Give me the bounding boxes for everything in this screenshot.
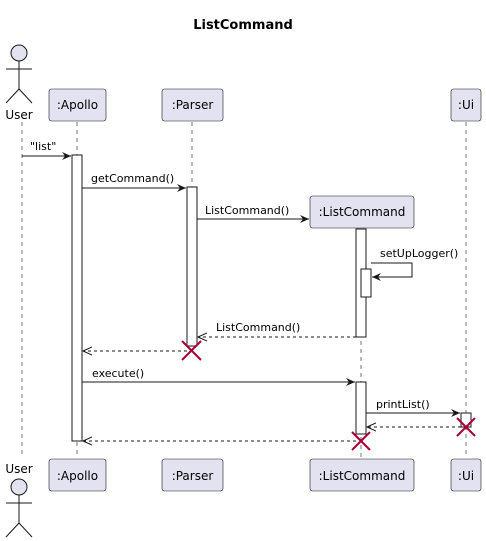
destroy-markers [181,340,476,451]
participant-apollo-box-bottom [48,458,107,492]
actor-leg-left [5,522,20,538]
msg-set-up-logger: setUpLogger() [380,247,458,260]
actor-leg-left [5,88,20,104]
participant-ui-label-top: :Ui [458,98,474,112]
participant-apollo-label-top: :Apollo [57,98,98,112]
user-actor-bottom [5,478,33,538]
participant-apollo-label-bottom: :Apollo [57,469,98,483]
participant-ui-label-bottom: :Ui [458,469,474,483]
activations [71,154,472,442]
user-actor-top [5,44,33,104]
destroy-listcommand-icon [351,431,371,451]
activation-parser [186,186,198,347]
participant-listcommand-box-created [309,195,415,229]
msg-list-command-return: ListCommand() [216,321,300,334]
messages [22,152,461,441]
participant-user-label-bottom: User [5,462,32,476]
activation-apollo [71,154,83,442]
actor-leg-right [18,88,33,104]
participant-listcommand-label-bottom: :ListCommand [319,469,406,483]
activation-listcommand-setup [360,268,372,298]
participant-parser-label-top: :Parser [172,98,214,112]
arrow-set-up-logger [371,262,413,281]
participant-ui-box-top [450,88,482,122]
actor-leg-right [18,522,33,538]
participant-ui-box-bottom [450,458,482,492]
msg-list-command-create: ListCommand() [205,204,289,217]
participant-listcommand-label-created: :ListCommand [319,205,406,219]
participant-parser-box-bottom [161,458,224,492]
msg-execute: execute() [92,367,144,380]
diagram-title: ListCommand [193,18,293,33]
participant-apollo-box-top [48,88,107,122]
destroy-parser-icon [181,340,202,361]
activation-listcommand-2 [355,381,367,435]
msg-list: "list" [30,140,56,153]
participant-parser-box-top [161,88,224,122]
msg-get-command: getCommand() [91,172,174,185]
participant-parser-label-bottom: :Parser [172,469,214,483]
destroy-ui-icon [456,417,476,437]
actor-head-icon [10,478,28,496]
actor-head-icon [10,44,28,62]
msg-print-list: printList() [376,398,430,411]
participant-listcommand-box-bottom [309,458,415,492]
participant-user-label-top: User [5,108,32,122]
